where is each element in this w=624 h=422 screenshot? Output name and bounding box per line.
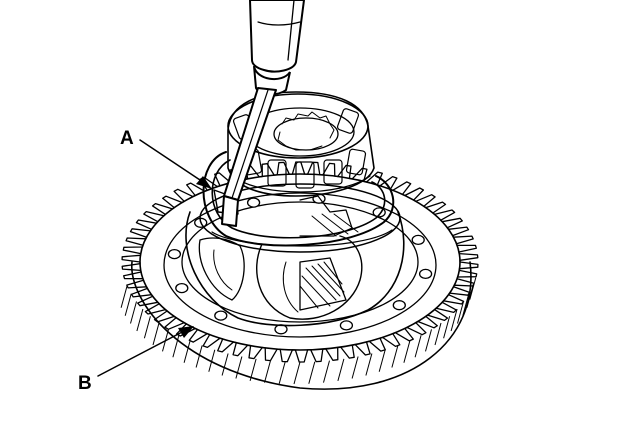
callout-b-arrowhead: [178, 326, 194, 338]
helical-tooth-line: [457, 301, 464, 324]
bolt-hole: [418, 268, 433, 280]
helical-tooth-line: [469, 277, 477, 300]
helical-tooth-line: [450, 308, 458, 332]
helical-tooth-line: [152, 322, 160, 346]
helical-tooth-line: [414, 335, 422, 358]
screwdriver-tip: [221, 195, 239, 227]
helical-tooth-line: [264, 360, 271, 383]
gear-outer-face: [139, 173, 461, 351]
bolt-hole: [411, 234, 425, 246]
helical-tooth-line: [443, 316, 451, 339]
splined-hub: [273, 111, 339, 151]
carrier-window: [256, 235, 363, 320]
carrier-body-outline: [185, 211, 405, 327]
carrier-shoulder: [199, 183, 401, 253]
helical-tooth-line: [221, 353, 229, 376]
helical-tooth-line: [235, 356, 243, 379]
screwdriver: [221, 0, 305, 227]
bolt-hole: [175, 282, 189, 294]
bearing-top-face: [227, 93, 369, 159]
helical-tooth-line: [136, 308, 144, 332]
callout-b-label: B: [78, 373, 92, 394]
helical-tooth-line: [462, 293, 470, 316]
snap-ring-outer: [202, 151, 395, 247]
pinion-gear: [282, 257, 347, 313]
helical-tooth-line: [425, 329, 432, 352]
helical-tooth-line: [120, 285, 128, 308]
helical-tooth-line: [391, 345, 399, 368]
helical-tooth-line: [195, 345, 203, 368]
helical-tooth-line: [293, 361, 301, 385]
helical-tooth-line: [308, 361, 316, 384]
callout-a-label: A: [120, 128, 134, 149]
callout-b-leader: [97, 329, 187, 377]
bolt-hole: [246, 197, 261, 208]
helical-tooth-line: [403, 340, 411, 363]
helical-tooth-line: [172, 335, 180, 358]
callout-a-arrowhead: [196, 176, 212, 189]
helical-tooth-line: [278, 361, 286, 384]
helical-tooth-line: [365, 353, 373, 376]
callout-b: B: [78, 326, 194, 394]
differential-carrier: [185, 183, 405, 327]
helical-tooth-line: [124, 293, 132, 316]
helical-tooth-line: [183, 340, 191, 363]
snap-ring-inner: [211, 159, 386, 239]
helical-tooth-line: [378, 349, 386, 372]
helical-tooth-line: [208, 349, 216, 372]
helical-tooth-line: [434, 322, 442, 346]
gear-bolt-circle-inner: [181, 201, 419, 323]
helical-tooth-line: [323, 360, 330, 383]
helical-tooth-line: [143, 316, 151, 339]
final-drive-gear: [120, 161, 479, 390]
screwdriver-handle: [249, 0, 305, 73]
helical-tooth-line: [337, 358, 345, 382]
bolt-hole: [214, 310, 228, 321]
side-gear-teeth: [299, 195, 353, 237]
bolt-holes: [167, 193, 433, 335]
helical-tooth-line: [130, 301, 137, 324]
gear-lower-edge: [131, 261, 472, 390]
bolt-hole: [392, 300, 406, 311]
bolt-hole: [167, 248, 182, 260]
gear-bolt-circle-outer: [163, 192, 437, 338]
bolt-hole: [339, 320, 354, 331]
callout-a-leader: [139, 139, 207, 185]
callout-a: A: [120, 128, 212, 189]
helical-tooth-line: [351, 356, 359, 379]
